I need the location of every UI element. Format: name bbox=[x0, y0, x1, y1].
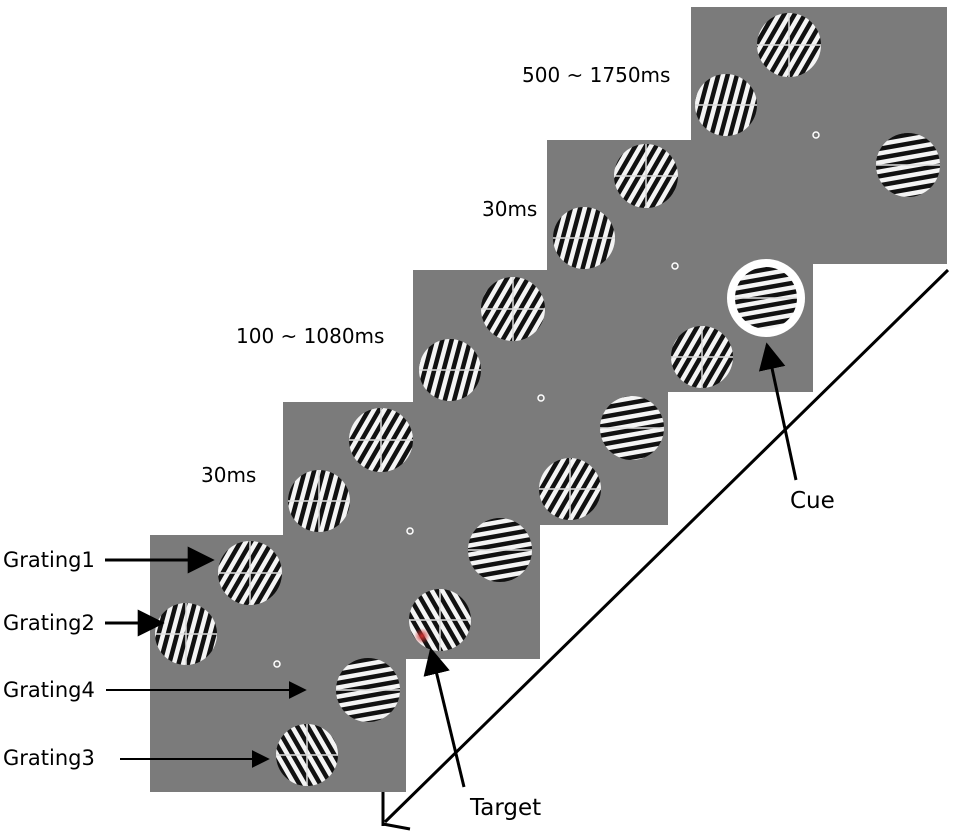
timing-label-500-1750: 500 ~ 1750ms bbox=[522, 63, 670, 87]
fixation-point bbox=[671, 262, 679, 270]
label-grating4: Grating4 bbox=[3, 678, 95, 702]
label-grating2: Grating2 bbox=[3, 611, 95, 635]
grating bbox=[539, 458, 601, 520]
time-axis bbox=[381, 268, 950, 831]
frame-1 bbox=[150, 535, 406, 792]
label-target: Target bbox=[469, 795, 541, 821]
grating bbox=[553, 207, 615, 269]
grating bbox=[349, 408, 413, 472]
label-grating3: Grating3 bbox=[3, 746, 95, 770]
timing-label-30ms-cue: 30ms bbox=[482, 197, 537, 221]
frame-5 bbox=[691, 7, 947, 264]
grating bbox=[155, 603, 217, 665]
timing-label-100-1080: 100 ~ 1080ms bbox=[236, 324, 384, 348]
grating bbox=[336, 658, 400, 722]
grating bbox=[695, 74, 757, 136]
grating bbox=[288, 470, 350, 532]
fixation-point bbox=[273, 660, 281, 668]
pointer-arrows bbox=[105, 342, 798, 788]
grating bbox=[600, 396, 664, 460]
fixation-point bbox=[537, 394, 545, 402]
grating bbox=[876, 133, 940, 197]
grating bbox=[468, 518, 532, 582]
label-grating1: Grating1 bbox=[3, 548, 95, 572]
fixation-point bbox=[406, 527, 414, 535]
fixation-point bbox=[812, 131, 820, 139]
label-cue: Cue bbox=[790, 488, 835, 514]
grating bbox=[757, 13, 821, 77]
grating bbox=[218, 541, 282, 605]
grating bbox=[671, 326, 733, 388]
cue-arrow bbox=[758, 342, 798, 481]
grating bbox=[481, 277, 545, 341]
target-arrow bbox=[423, 647, 466, 788]
cued-grating bbox=[727, 259, 805, 337]
grating bbox=[614, 144, 678, 208]
timing-label-30ms-target: 30ms bbox=[201, 463, 256, 487]
grating bbox=[276, 724, 338, 786]
grating bbox=[419, 339, 481, 401]
target-dot bbox=[414, 628, 430, 644]
